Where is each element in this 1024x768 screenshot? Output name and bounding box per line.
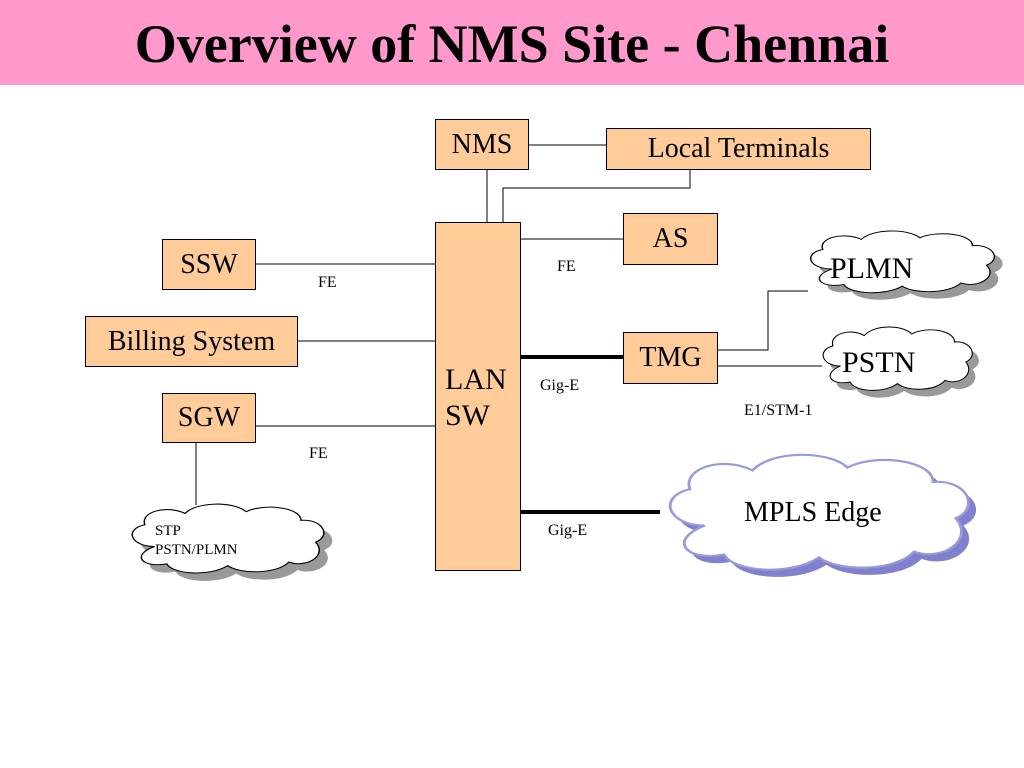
sgw-box: SGW — [162, 393, 256, 443]
link-label-fe-ssw: FE — [318, 274, 337, 291]
link-label-fe-as: FE — [557, 258, 576, 275]
pstn-label: PSTN — [842, 346, 916, 379]
link-local-terminals-lansw — [502, 170, 691, 222]
title-bar — [0, 0, 1024, 85]
link-label-e1-stm1: E1/STM-1 — [744, 402, 813, 419]
link-label-gig-e-tmg: Gig-E — [540, 377, 580, 394]
billing-system-box: Billing System — [85, 316, 298, 367]
local-terminals-box: Local Terminals — [606, 128, 871, 170]
lan-sw-label: LAN SW — [445, 363, 507, 432]
tmg-box: TMG — [623, 332, 718, 384]
mpls-edge-cloud — [668, 453, 977, 577]
lan-sw-box — [435, 222, 521, 571]
stp-label: STP PSTN/PLMN — [155, 523, 238, 558]
plmn-label: PLMN — [830, 252, 914, 285]
link-label-fe-sgw: FE — [309, 445, 328, 462]
ssw-box: SSW — [162, 239, 256, 290]
slide-title: Overview of NMS Site - Chennai — [134, 14, 890, 74]
link-tmg-plmn — [718, 290, 808, 351]
nms-box: NMS — [435, 119, 529, 170]
mpls-edge-label: MPLS Edge — [744, 497, 882, 528]
link-label-gig-e-mpls: Gig-E — [548, 522, 588, 539]
as-box: AS — [623, 213, 718, 265]
